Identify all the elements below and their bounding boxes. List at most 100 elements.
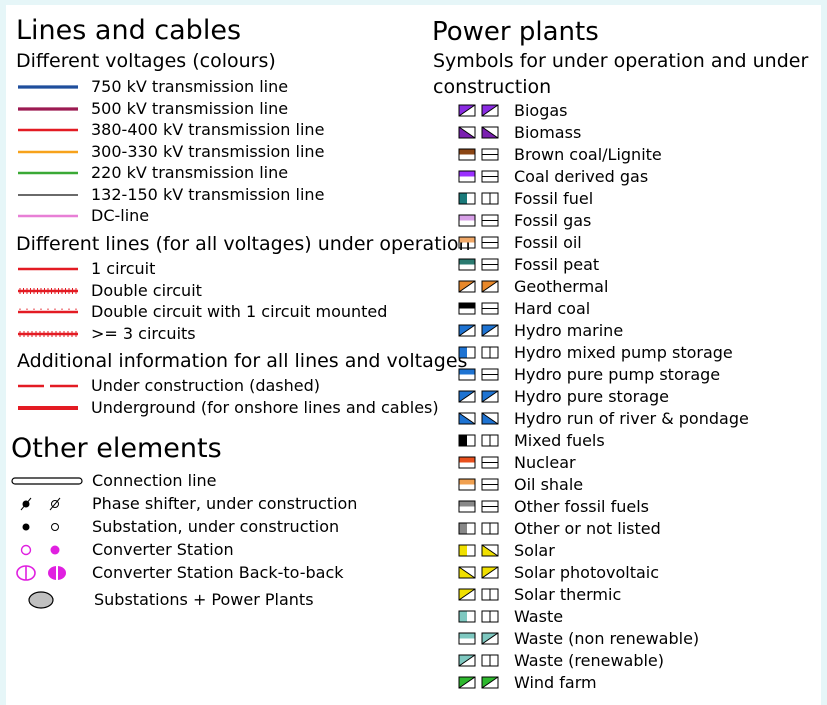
other-item: Substation, under construction: [6, 516, 426, 538]
power-plant-label: Coal derived gas: [514, 167, 649, 186]
power-plant-symbol-icon: [458, 456, 499, 469]
operation-item-label: Double circuit with 1 circuit mounted: [91, 302, 388, 321]
power-plant-label: Other or not listed: [514, 519, 661, 538]
power-plant-item: Biogas: [456, 100, 816, 122]
operation-item-label: Double circuit: [91, 280, 202, 300]
other-item: Converter Station Back-to-back: [6, 562, 426, 584]
power-plant-label: Waste: [514, 607, 564, 626]
other-item-label: Phase shifter, under construction: [92, 494, 358, 513]
power-plant-symbol-icon: [458, 192, 499, 205]
power-plant-label: Solar: [514, 541, 555, 560]
power-plant-symbol-icon: [458, 258, 499, 271]
power-plant-symbol-icon: [458, 170, 499, 183]
power-plant-symbol-icon: [458, 148, 499, 161]
voltage-line-icon: [18, 128, 78, 132]
voltages-title: Different voltages (colours): [16, 50, 276, 72]
circuit-line-icon: [18, 308, 78, 314]
power-plant-label: Solar photovoltaic: [514, 563, 660, 582]
power-plant-symbol-icon: [458, 588, 499, 601]
underground-line-icon: [18, 406, 78, 410]
back-to-back-icon: [16, 565, 66, 581]
converter-station-icon: [20, 544, 60, 556]
power-plant-item: Coal derived gas: [456, 166, 816, 188]
additional-item: Underground (for onshore lines and cable…: [6, 397, 439, 419]
other-title: Other elements: [11, 433, 222, 464]
power-plant-label: Hydro mixed pump storage: [514, 343, 733, 362]
power-plant-item: Fossil oil: [456, 232, 816, 254]
legend-panel: Lines and cables Different voltages (col…: [6, 5, 821, 705]
power-plant-item: Hydro run of river & pondage: [456, 408, 816, 430]
circuit-line-icon: [18, 287, 78, 294]
power-plant-label: Solar thermic: [514, 585, 622, 604]
substation-power-plant-icon: [28, 591, 54, 609]
phase-shifter-icon: [20, 497, 61, 511]
power-plant-item: Mixed fuels: [456, 430, 816, 452]
power-plant-item: Other fossil fuels: [456, 496, 816, 518]
other-item: Substations + Power Plants: [6, 589, 426, 611]
voltage-item: 380-400 kV transmission line: [6, 119, 426, 141]
other-item-label: Substations + Power Plants: [94, 590, 314, 609]
power-plant-symbol-icon: [458, 390, 499, 403]
voltage-item-label: 300-330 kV transmission line: [91, 141, 325, 161]
power-plant-label: Hydro run of river & pondage: [514, 409, 749, 428]
power-plant-item: Waste (renewable): [456, 650, 816, 672]
power-plant-label: Geothermal: [514, 277, 609, 296]
substation-icon: [22, 523, 59, 531]
power-plant-symbol-icon: [458, 522, 499, 535]
power-plant-item: Wind farm: [456, 672, 816, 694]
operation-item: >= 3 circuits: [6, 323, 426, 345]
power-plant-item: Brown coal/Lignite: [456, 144, 816, 166]
other-item: Converter Station: [6, 539, 426, 561]
voltage-item-label: 132-150 kV transmission line: [91, 184, 325, 204]
power-plant-item: Oil shale: [456, 474, 816, 496]
power-plant-label: Nuclear: [514, 453, 576, 472]
power-plant-symbol-icon: [458, 104, 499, 117]
power-plant-label: Biomass: [514, 123, 582, 142]
voltage-line-icon: [18, 85, 78, 89]
power-plant-symbol-icon: [458, 676, 499, 689]
other-item-label: Substation, under construction: [92, 517, 340, 536]
operation-item: Double circuit: [6, 280, 426, 302]
power-plant-item: Solar thermic: [456, 584, 816, 606]
additional-item: Under construction (dashed): [6, 375, 426, 397]
power-plant-symbol-icon: [458, 632, 499, 645]
power-plant-symbol-icon: [458, 544, 499, 557]
power-plant-symbol-icon: [458, 214, 499, 227]
voltage-item: 750 kV transmission line: [6, 76, 426, 98]
power-plant-symbol-icon: [458, 236, 499, 249]
power-plant-item: Hydro pure pump storage: [456, 364, 816, 386]
power-plant-item: Fossil fuel: [456, 188, 816, 210]
additional-title: Additional information for all lines and…: [17, 350, 468, 372]
circuit-line-icon: [18, 267, 78, 271]
operation-item: 1 circuit: [6, 258, 426, 280]
other-item: Connection line: [6, 470, 426, 492]
additional-item-label: Underground (for onshore lines and cable…: [91, 398, 439, 417]
voltage-item-label: 220 kV transmission line: [91, 163, 289, 182]
voltage-line-icon: [18, 171, 78, 175]
power-plant-label: Other fossil fuels: [514, 497, 649, 516]
power-plant-symbol-icon: [458, 500, 499, 513]
power-plant-symbol-icon: [458, 412, 499, 425]
voltage-item-label: 500 kV transmission line: [91, 98, 289, 118]
power-plant-item: Hard coal: [456, 298, 816, 320]
voltage-item-label: DC-line: [91, 206, 150, 225]
power-plant-item: Waste: [456, 606, 816, 628]
power-plant-item: Solar photovoltaic: [456, 562, 816, 584]
power-plant-symbol-icon: [458, 346, 499, 359]
power-plant-label: Hydro marine: [514, 321, 624, 340]
power-plant-label: Wind farm: [514, 673, 597, 692]
other-item-label: Converter Station Back-to-back: [92, 563, 344, 582]
power-plant-item: Waste (non renewable): [456, 628, 816, 650]
other-item: Phase shifter, under construction: [6, 493, 426, 515]
power-plant-label: Biogas: [514, 101, 568, 120]
power-plant-label: Fossil oil: [514, 233, 582, 252]
circuit-line-icon: [18, 330, 78, 337]
voltage-item: 132-150 kV transmission line: [6, 184, 426, 206]
power-plant-label: Fossil peat: [514, 255, 600, 274]
power-plant-symbol-icon: [458, 302, 499, 315]
power-plant-symbol-icon: [458, 610, 499, 623]
power-plant-symbol-icon: [458, 280, 499, 293]
power-plant-item: Hydro mixed pump storage: [456, 342, 816, 364]
power-plant-label: Brown coal/Lignite: [514, 145, 662, 164]
power-plant-symbol-icon: [458, 368, 499, 381]
